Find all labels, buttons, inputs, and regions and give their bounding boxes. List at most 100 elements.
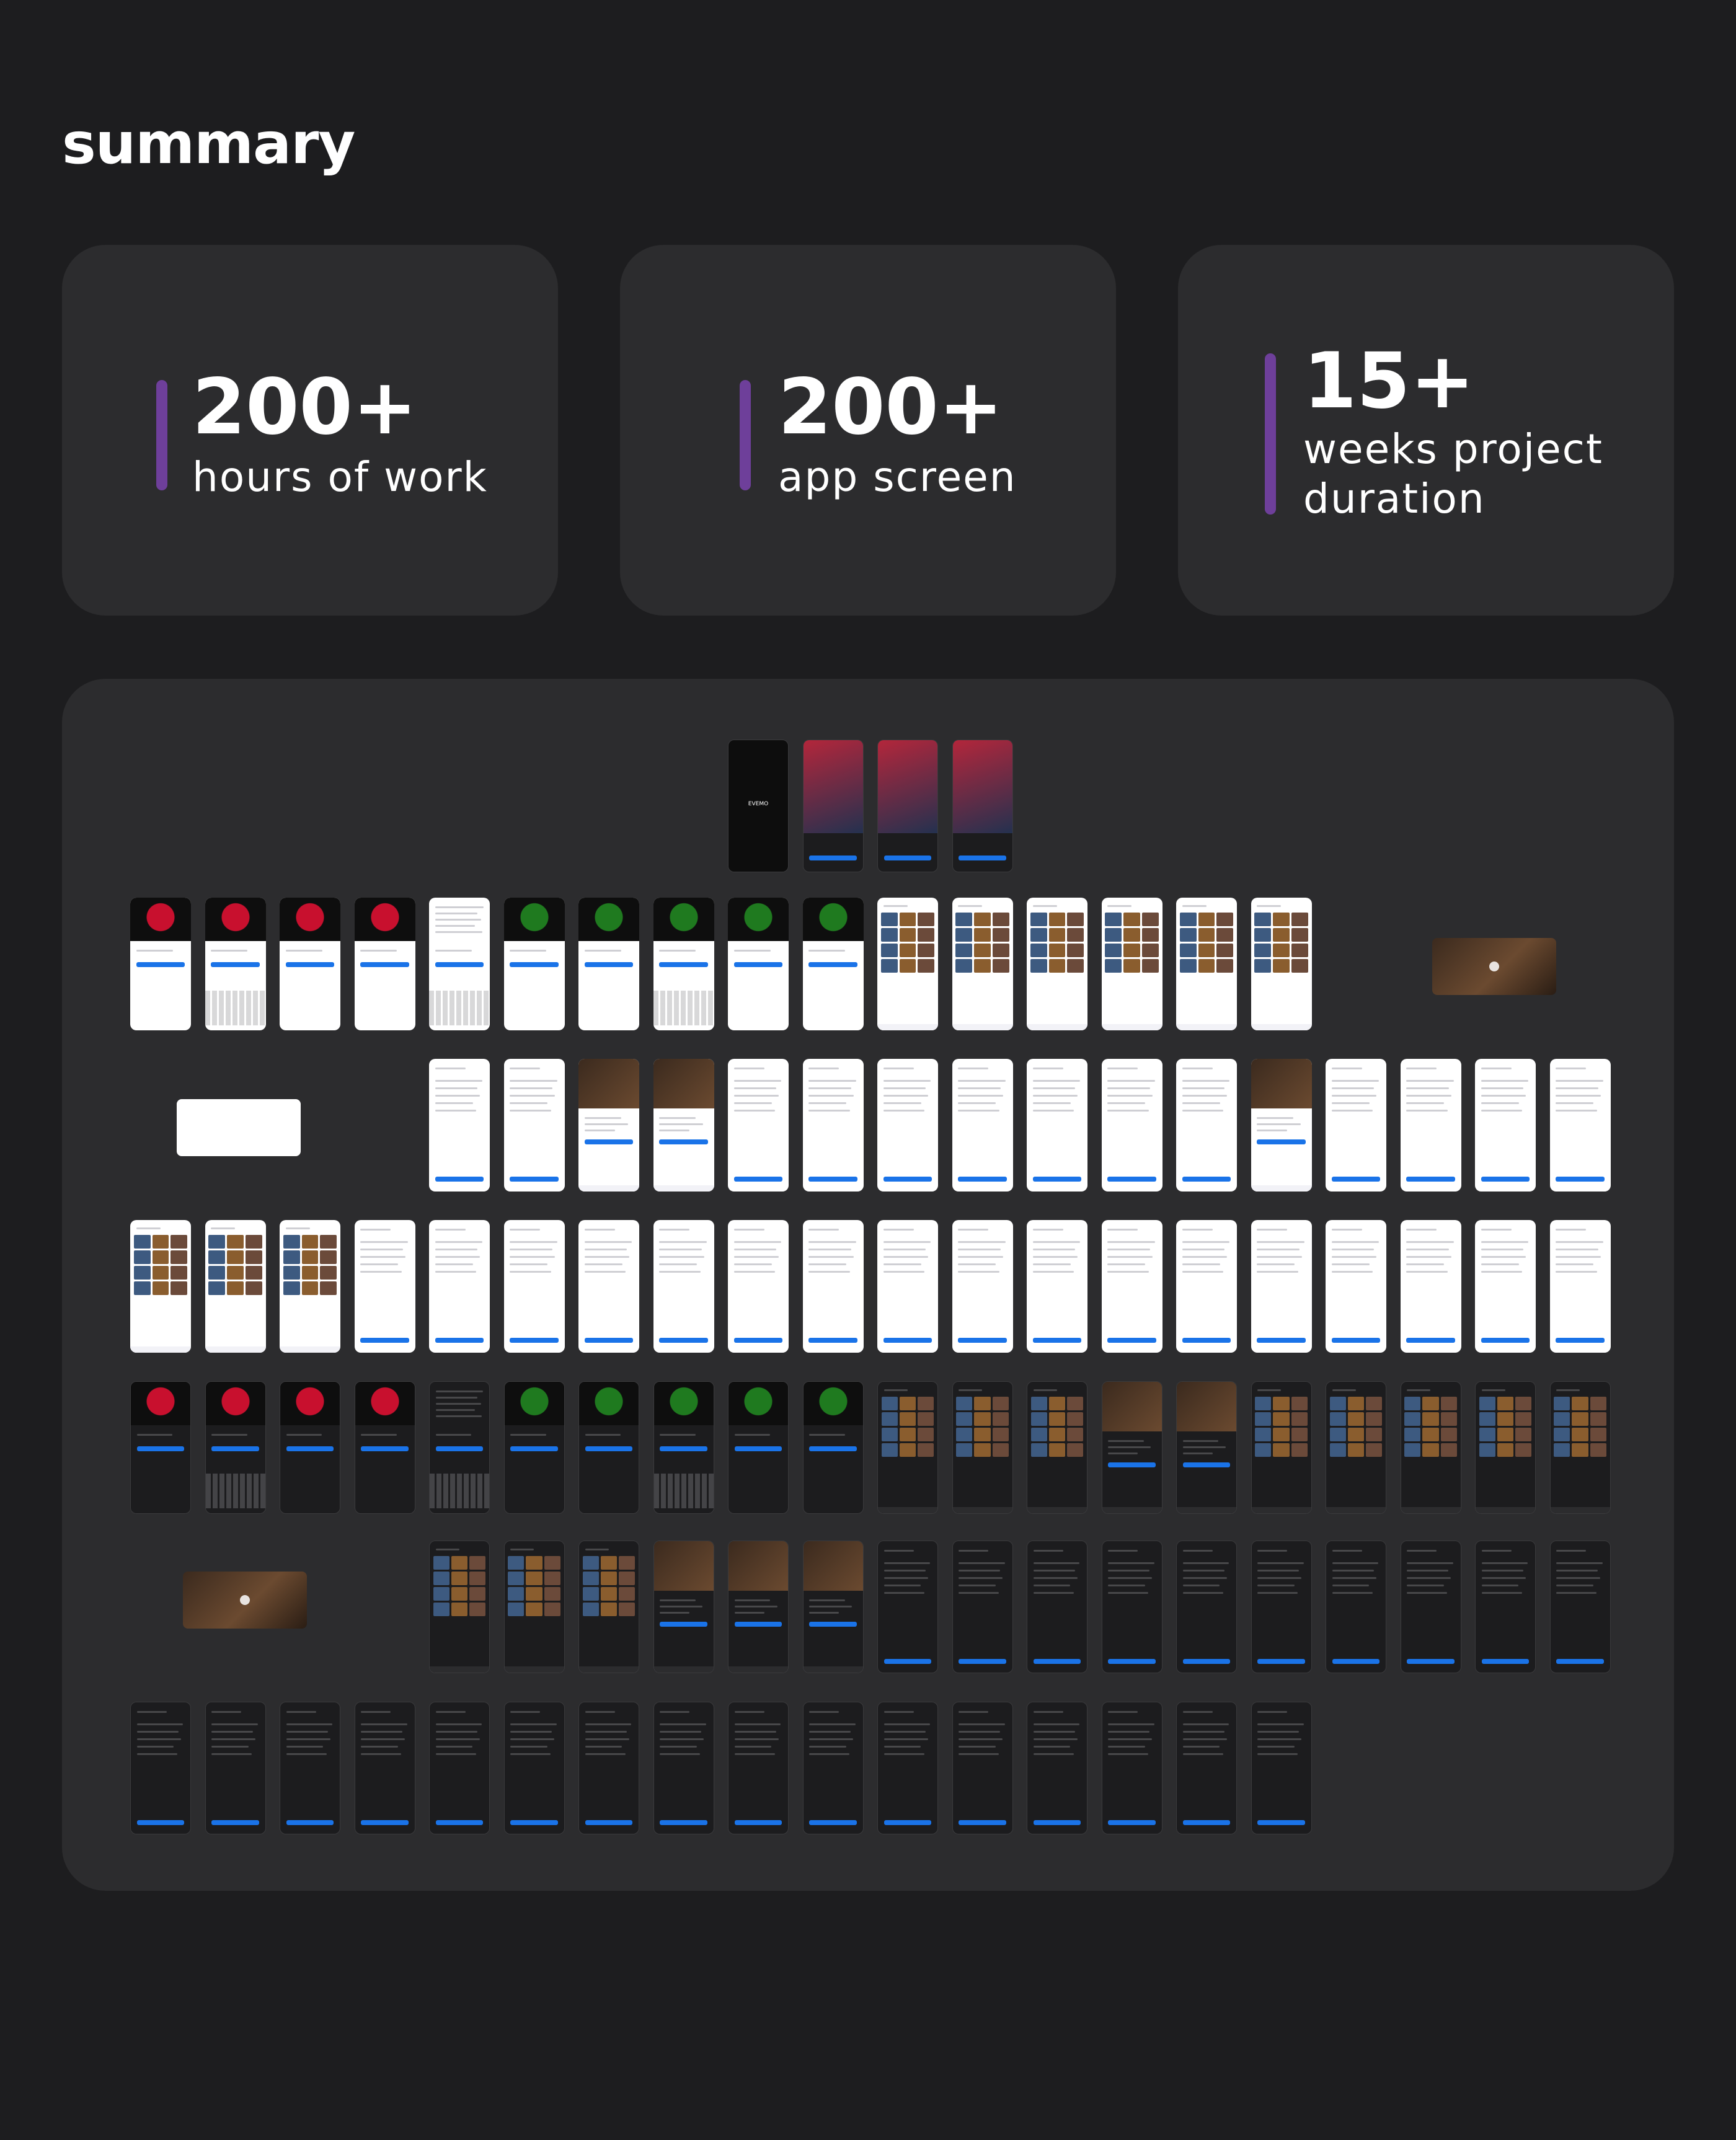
app-screen-thumbnail — [1400, 1059, 1461, 1192]
app-screen-thumbnail — [429, 1381, 490, 1514]
stat-card-weeks: 15+ weeks project duration — [1178, 245, 1674, 616]
app-screen-thumbnail — [1400, 1220, 1461, 1353]
app-screen-thumbnail — [728, 1702, 789, 1834]
stat-label: hours of work — [192, 453, 488, 501]
app-screen-thumbnail — [429, 1220, 490, 1353]
stat-value: 15+ — [1303, 337, 1475, 426]
app-screen-thumbnail — [503, 1059, 565, 1192]
app-screen-thumbnail — [653, 1059, 714, 1192]
app-screen-thumbnail — [802, 1220, 864, 1353]
app-screen-thumbnail — [1027, 1059, 1087, 1192]
app-screen-thumbnail — [503, 898, 565, 1030]
app-screen-thumbnail — [1549, 1541, 1611, 1673]
app-screen-thumbnail — [1549, 1381, 1611, 1514]
splash-screen: EVEMO — [728, 740, 789, 872]
app-screen-thumbnail — [802, 898, 864, 1030]
app-screen-thumbnail — [429, 898, 490, 1030]
app-screen-thumbnail — [1101, 1702, 1162, 1834]
app-screen-thumbnail — [1027, 898, 1087, 1030]
play-icon — [1489, 962, 1499, 971]
app-screen-thumbnail — [280, 1220, 340, 1353]
app-screen-thumbnail — [1027, 1381, 1087, 1514]
landscape-player-thumbnail — [183, 1572, 307, 1629]
app-screen-thumbnail — [728, 1381, 789, 1514]
app-screen-thumbnail — [877, 1059, 938, 1192]
app-screen-thumbnail — [802, 1541, 864, 1673]
stat-label: app screen — [778, 453, 1017, 501]
app-screen-thumbnail — [1176, 1702, 1237, 1834]
app-screen-thumbnail — [802, 1381, 864, 1514]
app-screen-thumbnail — [130, 1220, 191, 1353]
app-screen-thumbnail — [1251, 1220, 1312, 1353]
app-screen-thumbnail — [503, 1541, 565, 1673]
app-screen-thumbnail — [1101, 898, 1162, 1030]
app-screen-thumbnail — [130, 1702, 191, 1834]
app-screen-thumbnail — [205, 1702, 266, 1834]
accent-bar — [1265, 353, 1276, 515]
app-screen-thumbnail — [728, 1059, 789, 1192]
app-screen-thumbnail — [952, 1059, 1013, 1192]
app-screen-thumbnail — [205, 1381, 266, 1514]
app-screen-thumbnail — [877, 1381, 938, 1514]
app-screen-thumbnail — [280, 898, 340, 1030]
app-screen-thumbnail — [280, 1381, 340, 1514]
app-screen-thumbnail — [1251, 1541, 1312, 1673]
app-screen-thumbnail — [429, 1541, 490, 1673]
accent-bar — [740, 380, 751, 490]
app-screen-thumbnail — [578, 1702, 639, 1834]
page-title: summary — [62, 110, 355, 177]
app-screen-thumbnail — [952, 898, 1013, 1030]
app-screen-thumbnail — [1475, 1541, 1536, 1673]
stat-card-screens: 200+ app screen — [620, 245, 1116, 616]
app-screen-thumbnail — [429, 1059, 490, 1192]
app-screen-thumbnail — [1326, 1381, 1386, 1514]
app-screen-thumbnail — [205, 898, 266, 1030]
app-screen-thumbnail — [1549, 1059, 1611, 1192]
app-screen-thumbnail — [1400, 1381, 1461, 1514]
app-screen-thumbnail — [1176, 1220, 1237, 1353]
app-screen-thumbnail — [877, 1220, 938, 1353]
app-screen-thumbnail — [578, 898, 639, 1030]
play-icon — [240, 1595, 250, 1605]
app-screen-thumbnail — [952, 1381, 1013, 1514]
app-screen-thumbnail — [653, 1702, 714, 1834]
app-screen-thumbnail — [354, 898, 415, 1030]
app-screen-thumbnail — [952, 1541, 1013, 1673]
stat-label: weeks project duration — [1303, 425, 1603, 523]
splash-logo: EVEMO — [748, 801, 769, 807]
app-screen-thumbnail — [503, 1381, 565, 1514]
app-screen-thumbnail — [503, 1220, 565, 1353]
app-screen-thumbnail — [952, 740, 1013, 872]
app-screen-thumbnail — [578, 1059, 639, 1192]
app-screens-gallery: EVEMO — [62, 679, 1674, 1891]
app-screen-thumbnail — [1251, 898, 1312, 1030]
app-screen-thumbnail — [354, 1702, 415, 1834]
app-screen-thumbnail — [354, 1220, 415, 1353]
app-screen-thumbnail — [877, 1541, 938, 1673]
app-screen-thumbnail — [877, 1702, 938, 1834]
app-screen-thumbnail — [1027, 1220, 1087, 1353]
app-screen-thumbnail — [653, 1220, 714, 1353]
app-screen-thumbnail — [653, 1381, 714, 1514]
app-screen-thumbnail — [1176, 898, 1237, 1030]
app-screen-thumbnail — [578, 1541, 639, 1673]
app-screen-thumbnail — [802, 740, 864, 872]
app-screen-thumbnail — [503, 1702, 565, 1834]
app-screen-thumbnail — [1027, 1702, 1087, 1834]
app-screen-thumbnail — [1475, 1059, 1536, 1192]
app-screen-thumbnail — [1475, 1220, 1536, 1353]
app-screen-thumbnail — [205, 1220, 266, 1353]
app-screen-thumbnail — [578, 1220, 639, 1353]
app-screen-thumbnail — [578, 1381, 639, 1514]
app-screen-thumbnail — [728, 898, 789, 1030]
app-screen-thumbnail — [1176, 1381, 1237, 1514]
landscape-player-thumbnail — [1432, 938, 1556, 995]
app-screen-thumbnail — [728, 1220, 789, 1353]
app-screen-thumbnail — [280, 1702, 340, 1834]
app-screen-thumbnail — [1101, 1059, 1162, 1192]
app-screen-thumbnail — [1101, 1220, 1162, 1353]
app-screen-thumbnail — [1176, 1059, 1237, 1192]
app-screen-thumbnail — [130, 1381, 191, 1514]
app-screen-thumbnail — [1251, 1381, 1312, 1514]
app-screen-thumbnail — [877, 740, 938, 872]
